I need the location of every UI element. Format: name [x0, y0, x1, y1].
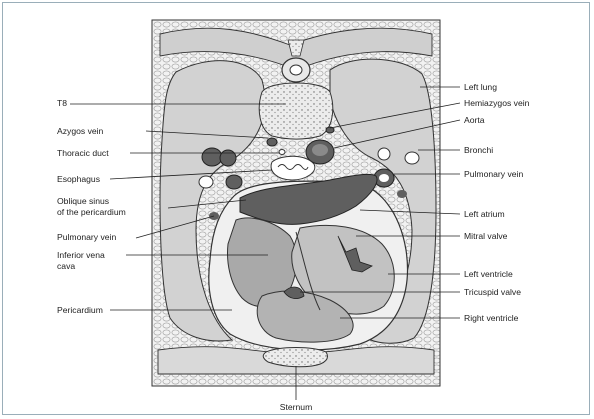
heart: [208, 173, 409, 351]
right-lung: [159, 60, 266, 342]
sternum-shape: [262, 347, 328, 368]
figure-frame: [2, 2, 590, 415]
hilar-structures: [198, 147, 420, 220]
leader-hemiazygos: [329, 102, 461, 129]
vertebra-t8: [258, 39, 334, 140]
interventricular-septum: [295, 231, 321, 311]
aorta-lumen: [312, 144, 328, 156]
right-bronchus-a: [201, 147, 223, 167]
leader-esophagus: [109, 169, 273, 180]
left-atrium-shape: [239, 173, 378, 225]
left-lung: [329, 58, 437, 344]
right-vessel-b: [198, 175, 214, 189]
vertebral-body: [258, 82, 334, 140]
posterior-mediastinum: [266, 126, 335, 181]
small-vessel-a: [397, 190, 407, 198]
leader-oblique-sinus: [167, 199, 247, 209]
leader-left-atrium: [359, 209, 461, 215]
tricuspid-valve-shape: [283, 286, 305, 300]
right-bronchus-b: [219, 149, 237, 167]
hemiazygos-vein-shape: [325, 126, 335, 134]
mitral-valve-shape: [337, 235, 373, 273]
esophagus-folds: [277, 164, 309, 170]
spinal-cord-inner: [289, 64, 303, 76]
thoracic-duct-shape: [278, 149, 286, 155]
lungs: [159, 58, 437, 344]
right-vessel-a: [225, 174, 243, 190]
leader-aorta: [333, 119, 461, 149]
leader-azygos: [145, 130, 269, 139]
azygos-vein-shape: [266, 137, 278, 147]
spinous-process: [287, 39, 305, 57]
left-bronchus-a: [377, 147, 391, 161]
left-pulmonary-vein-lumen: [379, 174, 389, 182]
sternum-bone: [262, 347, 328, 368]
right-ventricle-shape: [256, 290, 354, 343]
left-bronchus-b: [404, 151, 420, 165]
leader-lines: [70, 86, 461, 400]
leader-pulmonary-vein-left: [135, 215, 215, 239]
